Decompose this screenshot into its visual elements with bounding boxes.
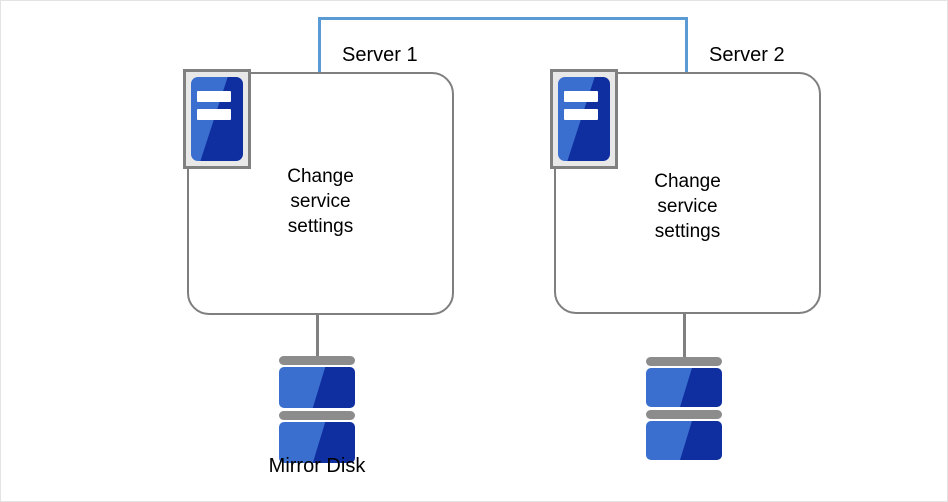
server-2-disk-connector <box>683 313 686 358</box>
server-1-action-line-2: service <box>290 191 351 212</box>
server-1-disk-connector <box>316 314 319 359</box>
server-icon-slot-top <box>563 91 599 103</box>
disk-platter-lower <box>646 421 722 460</box>
disk-plate-top <box>279 356 355 365</box>
server-icon-slot-top <box>196 91 232 103</box>
disk-plate-top <box>646 357 722 366</box>
server-icon-body <box>191 77 243 161</box>
server-icon-body <box>558 77 610 161</box>
disk-stack-icon <box>279 356 355 463</box>
server-icon-slot-bottom <box>563 108 599 120</box>
server-2-label: Server 2 <box>709 44 785 66</box>
disk-platter-lower <box>279 422 355 463</box>
server-2-action-text: Change service settings <box>554 169 821 244</box>
server-1-action-line-3: settings <box>287 216 354 237</box>
server-icon <box>183 69 251 169</box>
server-2-action-line-3: settings <box>654 221 721 242</box>
disk-stack-icon <box>646 357 722 460</box>
server-icon <box>550 69 618 169</box>
server-1-action-text: Change service settings <box>187 164 454 239</box>
interconnect-line-left <box>318 17 321 72</box>
server-icon-slot-bottom <box>196 108 232 120</box>
mirror-disk-label: Mirror Disk <box>268 455 366 477</box>
server-1-label: Server 1 <box>342 44 418 66</box>
disk-plate-middle <box>279 411 355 420</box>
server-2-action-line-2: service <box>657 196 718 217</box>
interconnect-line-horizontal <box>318 17 688 20</box>
disk-plate-middle <box>646 410 722 419</box>
disk-platter-upper <box>646 368 722 407</box>
server-1-action-line-1: Change <box>287 166 354 187</box>
server-2-action-line-1: Change <box>654 171 721 192</box>
interconnect-line-right <box>685 17 688 72</box>
disk-platter-upper <box>279 367 355 408</box>
